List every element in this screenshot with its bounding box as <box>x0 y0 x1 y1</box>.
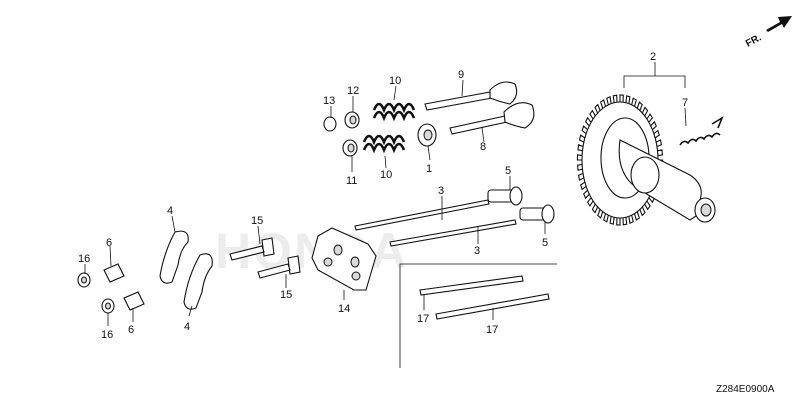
callout-c5b: 5 <box>542 237 548 249</box>
decompressor-spring <box>679 116 724 146</box>
callout-c6b: 6 <box>128 324 134 336</box>
callout-box-17 <box>399 263 557 368</box>
callout-c1: 1 <box>426 163 432 175</box>
camshaft-bore <box>700 203 712 217</box>
retainer-holder-hole <box>423 129 433 141</box>
callout-c15b: 15 <box>280 289 292 301</box>
valve-upper <box>424 81 518 111</box>
rocker-arm-lower <box>183 253 213 310</box>
valve-spring-lower <box>362 134 406 154</box>
lock-nut-lower-hole <box>105 302 111 310</box>
callout-c2: 2 <box>650 51 656 63</box>
callout-c13: 13 <box>323 95 335 107</box>
front-arrow-icon <box>766 16 792 32</box>
callout-c11: 11 <box>346 175 357 187</box>
push-rod-guide-upper <box>419 275 524 296</box>
callout-c15a: 15 <box>251 215 263 227</box>
callout-c16b: 16 <box>101 329 113 341</box>
callout-c5a: 5 <box>505 165 511 177</box>
push-rod-lower <box>389 219 517 247</box>
callout-c6a: 6 <box>106 237 112 249</box>
guide-plate-hole-1 <box>333 244 343 256</box>
lock-nut-upper-hole <box>81 276 87 284</box>
spring-retainer-hole <box>349 115 357 125</box>
valve-spring-upper <box>372 102 416 122</box>
callout-c4a: 4 <box>167 205 173 217</box>
pivot-collar-lower <box>123 291 145 311</box>
callout-c4b: 4 <box>184 321 190 333</box>
callout-c3a: 3 <box>438 185 444 197</box>
guide-plate-hole-4 <box>351 271 361 281</box>
pivot-bolt-upper <box>229 237 275 261</box>
valve-lower <box>449 102 535 135</box>
callout-bracket-2 <box>623 62 686 88</box>
camshaft-assembly <box>576 94 716 226</box>
callout-c7: 7 <box>682 97 688 109</box>
pivot-collar-upper <box>103 263 125 283</box>
tappet-upper <box>487 186 523 206</box>
tappet-lower <box>519 204 555 224</box>
push-rod-guide-lower <box>435 293 550 320</box>
callout-c17a: 17 <box>417 313 429 325</box>
front-direction-indicator: FR. <box>744 16 792 50</box>
callout-c3b: 3 <box>474 245 480 257</box>
guide-plate-hole-3 <box>323 257 333 267</box>
push-rod-upper <box>354 199 490 231</box>
pivot-bolt-lower <box>257 255 301 279</box>
valve-rotator-hole <box>347 143 355 153</box>
rocker-arm-upper <box>159 230 189 284</box>
callout-c9: 9 <box>458 69 464 81</box>
cam-lobe <box>630 156 660 194</box>
front-label: FR. <box>744 32 764 49</box>
valve-cotter <box>323 116 337 132</box>
callout-c10b: 10 <box>380 169 392 181</box>
drawing-code: Z284E0900A <box>716 384 775 395</box>
callout-c12: 12 <box>347 85 359 97</box>
callout-c10a: 10 <box>389 75 401 87</box>
callout-c14: 14 <box>338 303 350 315</box>
callout-c16a: 16 <box>78 253 90 265</box>
leader-lines <box>84 79 687 326</box>
guide-plate-hole-2 <box>350 256 360 268</box>
callout-c8: 8 <box>480 141 486 153</box>
callout-c17b: 17 <box>486 324 498 336</box>
